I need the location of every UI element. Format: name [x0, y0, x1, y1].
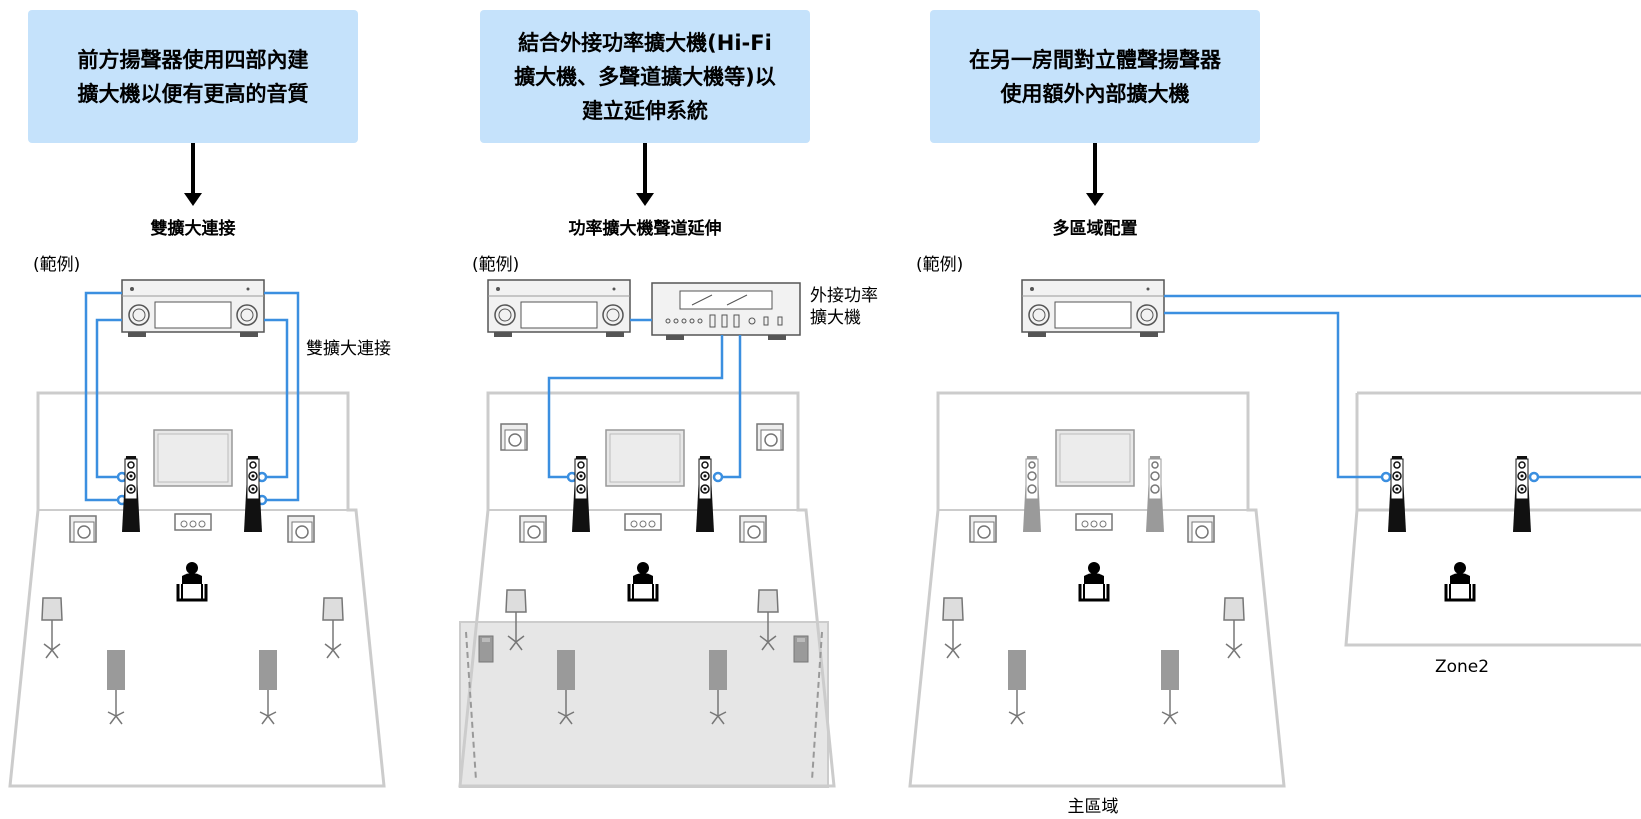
listener-icon: [1444, 560, 1476, 602]
bi-amp-connection-label: 雙擴大連接: [306, 339, 391, 359]
center-speaker-icon: [624, 513, 662, 531]
rear-speaker-icon: [1007, 649, 1027, 725]
surround-speaker-icon: [942, 597, 964, 659]
external-power-amp-icon: [651, 282, 801, 341]
bi-amp-cables: [84, 291, 300, 506]
surround-speaker-icon: [1223, 597, 1245, 659]
main-zone-label: 主區域: [1067, 797, 1119, 817]
tv-icon: [1055, 429, 1135, 487]
heading-power-amp-extension: 功率擴大機聲道延伸: [568, 219, 722, 239]
arrow-down: [1086, 143, 1104, 206]
subwoofer-icon: [519, 515, 547, 543]
zone2-cables: [1164, 294, 1641, 483]
example-label: (範例): [472, 255, 520, 275]
front-right-speaker-icon: [695, 455, 715, 533]
zone2-left-speaker-icon: [1387, 455, 1407, 533]
center-speaker-icon: [174, 513, 212, 531]
rear-speaker-icon: [258, 649, 278, 725]
rear-speaker-icon: [556, 649, 576, 725]
feature-box-power-amp-extension: 結合外接功率擴大機(Hi-Fi 擴大機、多聲道擴大機等)以 建立延伸系統: [480, 10, 810, 143]
center-speaker-icon: [1075, 513, 1113, 531]
surround-speaker-icon: [322, 597, 344, 659]
rear-speaker-icon: [1160, 649, 1180, 725]
surround-speaker-icon: [41, 597, 63, 659]
zone2-label: Zone2: [1434, 657, 1490, 677]
heading-bi-amp: 雙擴大連接: [150, 219, 236, 239]
listener-icon: [1078, 560, 1110, 602]
example-label: (範例): [33, 255, 81, 275]
external-power-amp-label: 外接功率 擴大機: [810, 286, 878, 328]
main-zone-front-speaker-icon: [1022, 455, 1042, 533]
feature-box-multi-zone: 在另一房間對立體聲揚聲器 使用額外內部擴大機: [930, 10, 1260, 143]
surround-back-speaker-icon: [793, 635, 809, 663]
front-right-speaker-icon: [243, 455, 263, 533]
presence-speaker-icon: [756, 423, 784, 451]
arrow-down: [184, 143, 202, 206]
subwoofer-icon: [1187, 515, 1215, 543]
subwoofer-icon: [739, 515, 767, 543]
subwoofer-icon: [69, 515, 97, 543]
subwoofer-icon: [969, 515, 997, 543]
extended-area: [459, 621, 829, 788]
front-left-speaker-icon: [571, 455, 591, 533]
example-label: (範例): [916, 255, 964, 275]
feature-box-bi-amp: 前方揚聲器使用四部內建 擴大機以便有更高的音質: [28, 10, 358, 143]
front-left-speaker-icon: [121, 455, 141, 533]
presence-speaker-icon: [500, 423, 528, 451]
tv-icon: [605, 429, 685, 487]
av-receiver-icon: [487, 279, 631, 338]
av-receiver-icon: [121, 279, 265, 338]
surround-back-speaker-icon: [478, 635, 494, 663]
subwoofer-icon: [287, 515, 315, 543]
listener-icon: [176, 560, 208, 602]
tv-icon: [153, 429, 233, 487]
rear-speaker-icon: [106, 649, 126, 725]
av-receiver-icon: [1021, 279, 1165, 338]
main-zone-front-speaker-icon: [1145, 455, 1165, 533]
listener-icon: [627, 560, 659, 602]
rear-speaker-icon: [708, 649, 728, 725]
heading-multi-zone: 多區域配置: [1052, 219, 1138, 239]
arrow-down: [636, 143, 654, 206]
zone2-right-speaker-icon: [1512, 455, 1532, 533]
